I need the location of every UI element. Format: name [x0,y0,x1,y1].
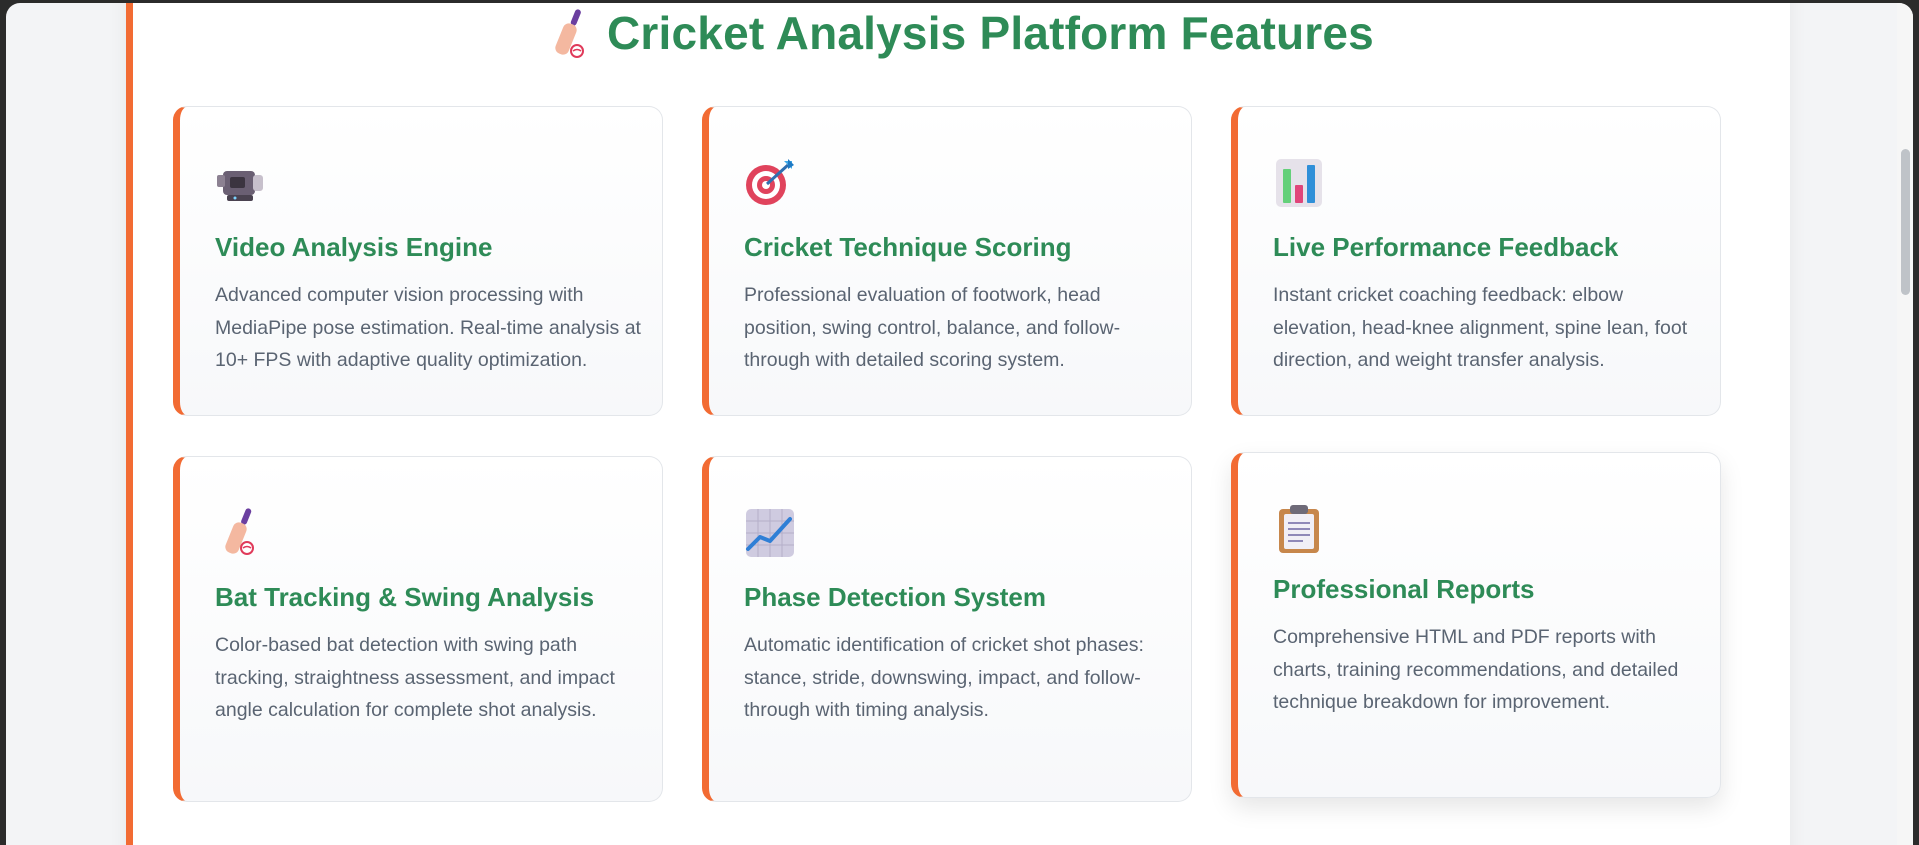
feature-card-professional-reports: Professional Reports Comprehensive HTML … [1231,452,1721,798]
feature-title: Professional Reports [1273,574,1535,604]
feature-description: Comprehensive HTML and PDF reports with … [1273,626,1679,713]
feature-description: Automatic identification of cricket shot… [744,634,1144,721]
feature-description: Advanced computer vision processing with… [215,284,641,371]
vertical-scrollbar[interactable] [1897,3,1913,845]
page-title: Cricket Analysis Platform Features [607,7,1374,59]
feature-card-live-feedback: Live Performance Feedback Instant cricke… [1231,106,1721,416]
feature-card-technique-scoring: Cricket Technique Scoring Professional e… [702,106,1192,416]
feature-title: Phase Detection System [744,582,1047,612]
feature-description: Instant cricket coaching feedback: elbow… [1273,284,1688,371]
feature-card-bat-tracking: Bat Tracking & Swing Analysis Color-base… [173,456,663,802]
cricket-bat-icon [555,9,585,58]
features-section: Cricket Analysis Platform Features Video… [126,3,1790,845]
feature-description: Professional evaluation of footwork, hea… [744,284,1121,371]
section-header: Cricket Analysis Platform Features [133,6,1790,60]
target-icon [746,159,794,205]
video-camera-icon [217,171,263,201]
trend-chart-icon [746,509,794,557]
scrollbar-thumb[interactable] [1901,149,1910,295]
clipboard-icon [1279,505,1319,553]
bar-chart-icon [1276,159,1322,207]
feature-title: Bat Tracking & Swing Analysis [215,582,595,612]
cricket-bat-icon [225,508,254,555]
feature-card-phase-detection: Phase Detection System Automatic identif… [702,456,1192,802]
feature-title: Cricket Technique Scoring [744,232,1072,262]
feature-title: Video Analysis Engine [215,232,493,262]
feature-title: Live Performance Feedback [1273,232,1619,262]
browser-viewport: Cricket Analysis Platform Features Video… [6,3,1913,845]
feature-card-video-analysis: Video Analysis Engine Advanced computer … [173,106,663,416]
feature-description: Color-based bat detection with swing pat… [215,634,615,721]
